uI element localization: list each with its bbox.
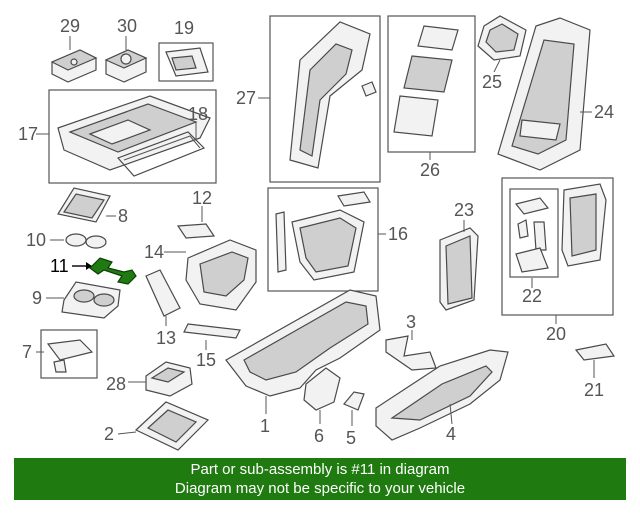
callout-15: 15 xyxy=(196,350,216,370)
part-2 xyxy=(134,401,210,451)
part-17 xyxy=(57,95,211,171)
callout-6: 6 xyxy=(314,426,324,446)
banner-line-1: Part or sub-assembly is #11 in diagram xyxy=(190,461,450,478)
part-4 xyxy=(375,349,509,441)
banner-line-2: Diagram may not be specific to your vehi… xyxy=(174,480,466,497)
part-28 xyxy=(145,361,193,397)
callout-9: 9 xyxy=(32,288,42,308)
callout-25: 25 xyxy=(482,72,502,92)
part-20 xyxy=(561,183,607,267)
leader-25 xyxy=(493,59,501,73)
group-box-26 xyxy=(387,15,476,153)
part-13 xyxy=(145,269,181,317)
callout-21: 21 xyxy=(584,380,604,400)
callout-12: 12 xyxy=(192,188,212,208)
part-19 xyxy=(165,47,209,77)
callout-27: 27 xyxy=(236,88,256,108)
callout-17: 17 xyxy=(18,124,38,144)
callout-24: 24 xyxy=(594,102,614,122)
part-16 xyxy=(275,191,371,281)
callout-4: 4 xyxy=(446,424,456,444)
part-14 xyxy=(185,239,257,311)
arrow-11-icon xyxy=(86,262,92,270)
callout-8: 8 xyxy=(118,206,128,226)
callout-22: 22 xyxy=(522,286,542,306)
callout-23: 23 xyxy=(454,200,474,220)
callout-7: 7 xyxy=(22,342,32,362)
callout-3: 3 xyxy=(406,312,416,332)
group-box-22 xyxy=(509,188,559,278)
callout-30: 30 xyxy=(117,16,137,36)
callout-11: 11 xyxy=(50,256,69,276)
part-15 xyxy=(183,323,241,339)
group-box-16 xyxy=(267,187,379,292)
group-box-7 xyxy=(40,329,98,379)
part-29 xyxy=(50,49,98,83)
part-1 xyxy=(225,289,381,397)
part-18 xyxy=(116,131,206,177)
part-22 xyxy=(514,197,550,273)
leader-4 xyxy=(449,403,453,425)
callout-20: 20 xyxy=(546,324,566,344)
part-7 xyxy=(46,339,94,373)
group-box-27 xyxy=(269,15,381,183)
part-5 xyxy=(343,391,365,411)
part-3 xyxy=(385,335,437,371)
group-box-19 xyxy=(158,42,214,82)
part-26 xyxy=(393,25,459,137)
callout-19: 19 xyxy=(174,18,194,38)
part-27 xyxy=(289,21,377,169)
callout-28: 28 xyxy=(106,374,126,394)
callout-5: 5 xyxy=(346,428,356,448)
part-23 xyxy=(439,227,479,311)
part-6 xyxy=(303,367,341,411)
callout-1: 1 xyxy=(260,416,270,436)
group-box-20 xyxy=(501,177,614,316)
part-12 xyxy=(176,223,216,239)
part-24 xyxy=(497,17,591,171)
info-banner: Part or sub-assembly is #11 in diagram D… xyxy=(14,458,626,500)
callout-18: 18 xyxy=(188,104,208,124)
callout-13: 13 xyxy=(156,328,176,348)
part-25 xyxy=(477,15,527,61)
part-9 xyxy=(61,281,121,319)
callout-14: 14 xyxy=(144,242,164,262)
callout-29: 29 xyxy=(60,16,80,36)
group-box-17 xyxy=(48,89,217,184)
callout-26: 26 xyxy=(420,160,440,180)
callout-16: 16 xyxy=(388,224,408,244)
callout-2: 2 xyxy=(104,424,114,444)
leader-2 xyxy=(117,431,137,435)
callout-10: 10 xyxy=(26,230,46,250)
part-8 xyxy=(57,187,111,223)
part-10 xyxy=(65,233,107,249)
part-11-highlighted xyxy=(89,257,137,285)
part-21 xyxy=(574,343,616,361)
part-30 xyxy=(104,49,148,83)
